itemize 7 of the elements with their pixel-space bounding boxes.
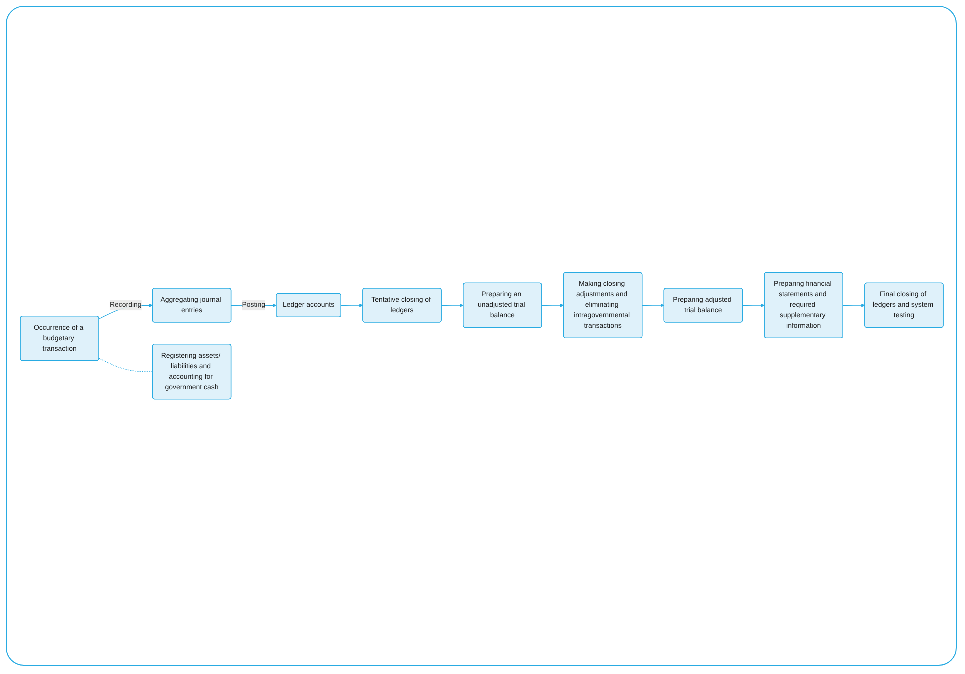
arrow xyxy=(642,304,664,308)
arrow xyxy=(742,304,764,308)
arrow xyxy=(541,304,564,308)
arrow xyxy=(842,304,865,308)
connector xyxy=(98,358,153,372)
arrow xyxy=(340,304,363,308)
arrow xyxy=(440,304,464,308)
